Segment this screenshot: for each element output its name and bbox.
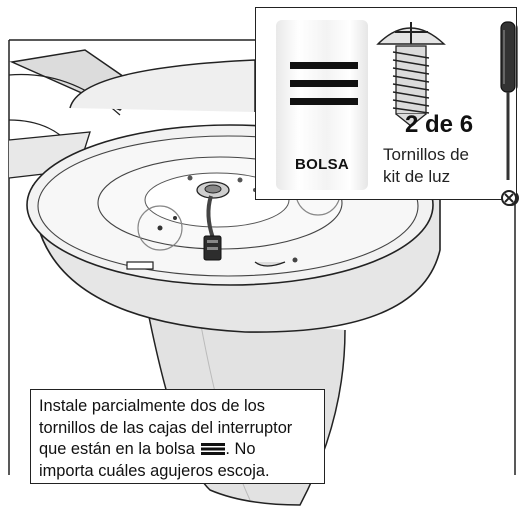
caption-line4: importa cuáles agujeros escoja.: [39, 461, 270, 480]
bag-icon: [276, 20, 368, 190]
screw-label: Tornillos de kit de luz: [383, 144, 483, 188]
caption-line3-tail: . No: [225, 440, 256, 458]
screw-icon: [376, 22, 446, 127]
bag-symbol-icon: [201, 443, 226, 455]
caption-line2: tornillos de las cajas del interruptor: [39, 418, 293, 437]
wire: [206, 195, 215, 239]
instruction-caption: Instale parcialmente dos de los tornillo…: [30, 389, 325, 484]
screw-label-line2: kit de luz: [383, 167, 451, 186]
bag-label: BOLSA: [295, 156, 349, 173]
bag-line: [290, 80, 358, 87]
bag-line: [290, 62, 358, 69]
caption-line3-text: que están en la bolsa: [39, 440, 195, 458]
screwdriver-icon: [500, 21, 516, 180]
screw-hole-highlight-left: [137, 205, 183, 251]
caption-line3: que están en la bolsa . No: [39, 439, 316, 461]
phillips-head-icon: [501, 190, 517, 206]
bag-line: [290, 98, 358, 105]
screw-label-line1: Tornillos de: [383, 145, 469, 164]
screw-count: 2 de 6: [405, 111, 474, 138]
caption-line1: Instale parcialmente dos de los: [39, 397, 265, 415]
